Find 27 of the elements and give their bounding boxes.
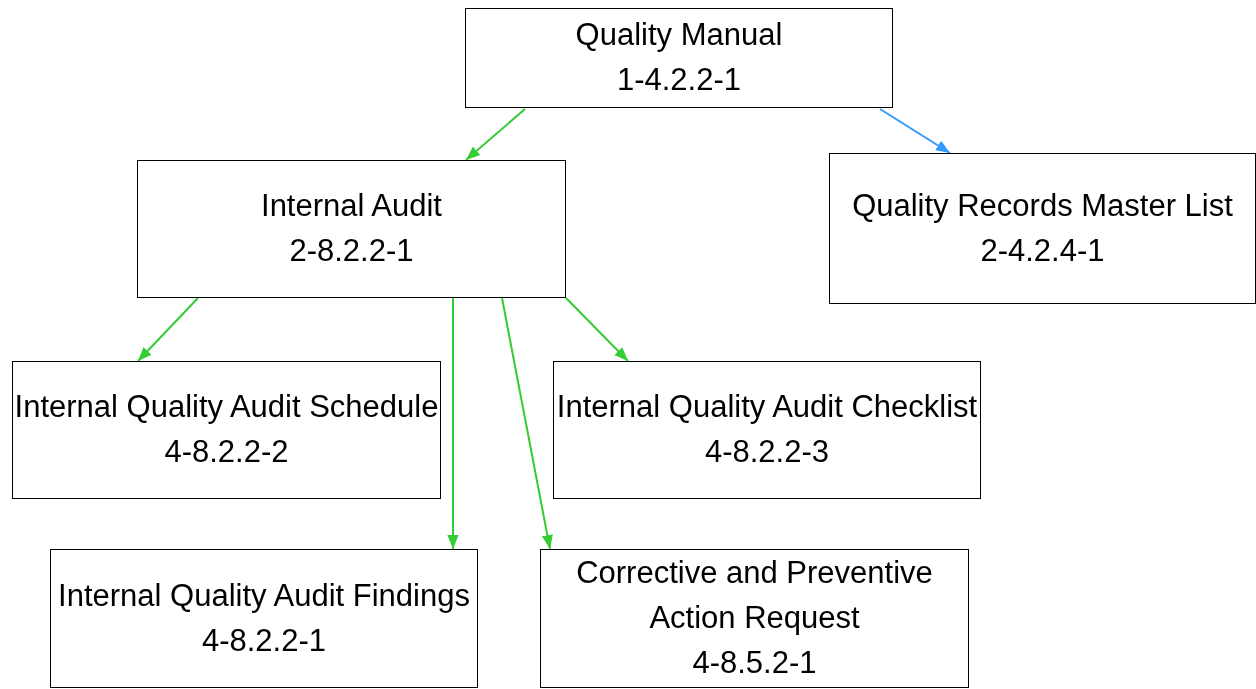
document-title: Quality Records Master List [852,186,1233,225]
document-box [553,361,981,499]
document-title: Corrective and Preventive Action Request [575,554,934,638]
document-number: 4-8.5.2-1 [692,643,817,682]
document-box [50,549,478,688]
arrow [879,108,951,154]
document-number: 2-8.2.2-1 [289,232,414,270]
document-box [137,160,566,298]
arrow [565,297,629,362]
arrow [465,108,526,161]
arrow [137,297,199,362]
document-number: 1-4.2.2-1 [616,61,742,99]
document-number: 4-8.2.2-2 [164,433,289,471]
document-box [540,549,969,688]
document-number: 4-8.2.2-3 [704,433,830,471]
document-number: 4-8.2.2-1 [201,621,327,660]
document-box [12,361,441,499]
arrow [501,297,553,550]
document-box [829,153,1256,304]
document-box [465,8,893,108]
document-title: Internal Quality Audit Checklist [556,388,978,427]
document-title: Internal Quality Audit Schedule [14,388,439,427]
document-title: Internal Audit [261,187,442,226]
document-title: Internal Quality Audit Findings [58,576,470,615]
document-number: 2-4.2.4-1 [980,231,1105,270]
arrow [447,297,459,550]
document-title: Quality Manual [575,16,783,55]
